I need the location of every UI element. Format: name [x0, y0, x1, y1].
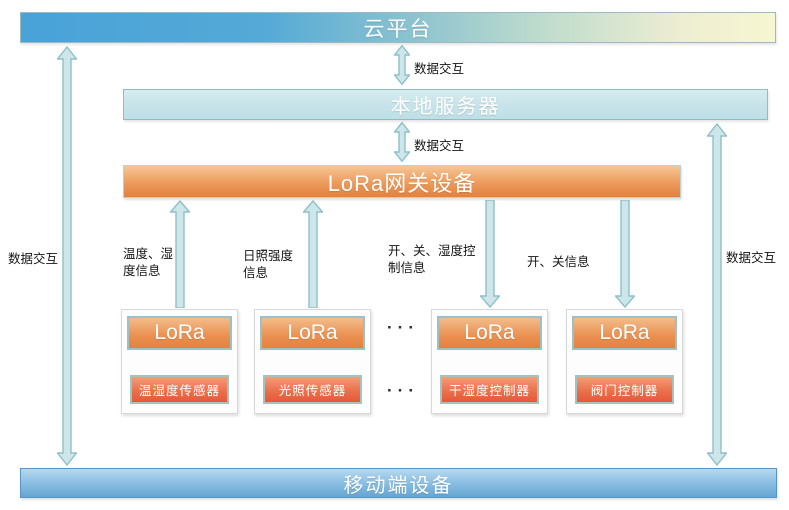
lora-node-header: LoRa — [572, 316, 677, 350]
double-arrow-icon — [57, 46, 77, 466]
double-arrow-icon — [394, 122, 410, 162]
device-label: 光照传感器 — [263, 375, 362, 404]
link-label-temp-humidity: 温度、湿度信息 — [123, 247, 174, 278]
down-arrow-icon — [480, 200, 500, 308]
device-label: 阀门控制器 — [575, 375, 674, 404]
up-arrow-icon — [170, 200, 190, 308]
link-label-humidity-control: 开、关、湿度控制信息 — [388, 244, 476, 275]
local-server-bar: 本地服务器 — [123, 89, 768, 120]
mobile-device-bar: 移动端设备 — [20, 468, 777, 498]
data-exchange-label-top: 数据交互 — [414, 62, 465, 76]
cloud-platform-label: 云平台 — [363, 16, 433, 41]
up-arrow-icon — [303, 200, 323, 308]
ellipsis-bottom: ··· — [387, 381, 419, 400]
local-server-label: 本地服务器 — [390, 96, 501, 118]
device-label: 干湿度控制器 — [440, 375, 539, 404]
cloud-platform-bar: 云平台 — [20, 12, 776, 43]
lora-node-header: LoRa — [437, 316, 542, 350]
double-arrow-icon — [707, 123, 727, 466]
link-label-switch: 开、关信息 — [527, 255, 590, 269]
data-exchange-label-left: 数据交互 — [8, 252, 59, 266]
ellipsis-top: ··· — [387, 318, 419, 337]
node-box-light-sensor: LoRa 光照传感器 — [254, 309, 371, 414]
down-arrow-icon — [615, 200, 635, 308]
lora-gateway-label: LoRa网关设备 — [327, 170, 477, 196]
lora-gateway-bar: LoRa网关设备 — [123, 165, 681, 198]
data-exchange-label-right: 数据交互 — [726, 251, 777, 265]
node-box-humidity-controller: LoRa 干湿度控制器 — [431, 309, 548, 414]
device-label: 温湿度传感器 — [130, 375, 229, 404]
mobile-device-label: 移动端设备 — [343, 474, 454, 497]
node-box-temp-humidity-sensor: LoRa 温湿度传感器 — [121, 309, 238, 414]
link-label-sunlight: 日照强度信息 — [243, 249, 294, 280]
node-box-valve-controller: LoRa 阀门控制器 — [566, 309, 683, 414]
data-exchange-label-middle: 数据交互 — [414, 139, 465, 153]
lora-node-header: LoRa — [127, 316, 232, 350]
double-arrow-icon — [394, 45, 410, 85]
lora-node-header: LoRa — [260, 316, 365, 350]
